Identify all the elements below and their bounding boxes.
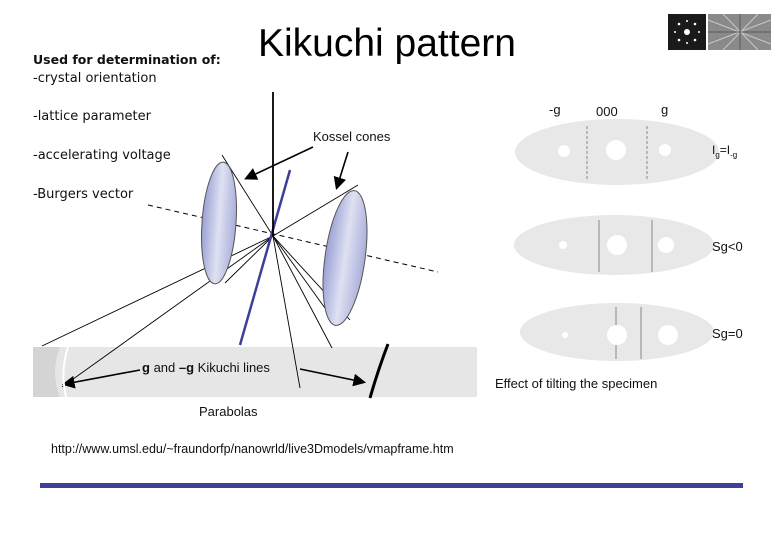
crystal-plane-dashed	[147, 204, 439, 273]
bottom-divider	[40, 483, 743, 488]
intensity-i: I	[712, 143, 716, 157]
page-title: Kikuchi pattern	[258, 22, 516, 65]
source-url[interactable]: http://www.umsl.edu/~fraundorfp/nanowrld…	[51, 442, 454, 456]
intensity-eq: =I	[719, 143, 731, 157]
reflection-neg-g: -g	[549, 102, 561, 117]
g-label: g	[142, 360, 150, 375]
kikuchi-lines-label: g and –g Kikuchi lines	[142, 360, 270, 375]
parabola-curve	[368, 343, 390, 399]
diffraction-rays	[41, 154, 359, 389]
use-item-voltage: -accelerating voltage	[33, 148, 171, 163]
kikuchi-arrow-right	[299, 368, 367, 387]
kossel-arrow-right	[333, 151, 349, 191]
kossel-cone-left	[201, 161, 237, 285]
tilt-panel	[514, 119, 719, 361]
parabolas-label: Parabolas	[199, 404, 258, 419]
thumbnail-images	[668, 13, 772, 51]
use-item-lattice: -lattice parameter	[33, 109, 151, 124]
kossel-cone-right	[322, 190, 368, 326]
uses-heading: Used for determination of:	[33, 52, 221, 67]
tilting-caption: Effect of tilting the specimen	[495, 376, 658, 391]
lattice-plane-line	[238, 169, 292, 346]
reflection-g: g	[661, 102, 669, 117]
state-sg-zero: Sg=0	[712, 326, 743, 341]
kossel-arrow-left	[244, 146, 314, 180]
use-item-orientation: -crystal orientation	[33, 71, 157, 86]
intensity-equality-label: Ig=I-g	[712, 143, 737, 159]
screen-edge-left	[33, 347, 60, 397]
state-sg-negative: Sg<0	[712, 239, 743, 254]
kossel-cones-label: Kossel cones	[313, 129, 391, 144]
parabola-curve-left	[62, 346, 69, 398]
reflection-000: 000	[596, 104, 618, 119]
kikuchi-lines-text: Kikuchi lines	[194, 360, 270, 375]
intensity-sub-neg-g: -g	[730, 150, 738, 160]
intensity-sub-g: g	[715, 150, 720, 160]
and-label: and	[149, 360, 179, 375]
use-item-burgers: -Burgers vector	[33, 187, 134, 202]
kikuchi-arrow-left	[61, 369, 141, 389]
neg-g-label: –g	[178, 360, 195, 375]
